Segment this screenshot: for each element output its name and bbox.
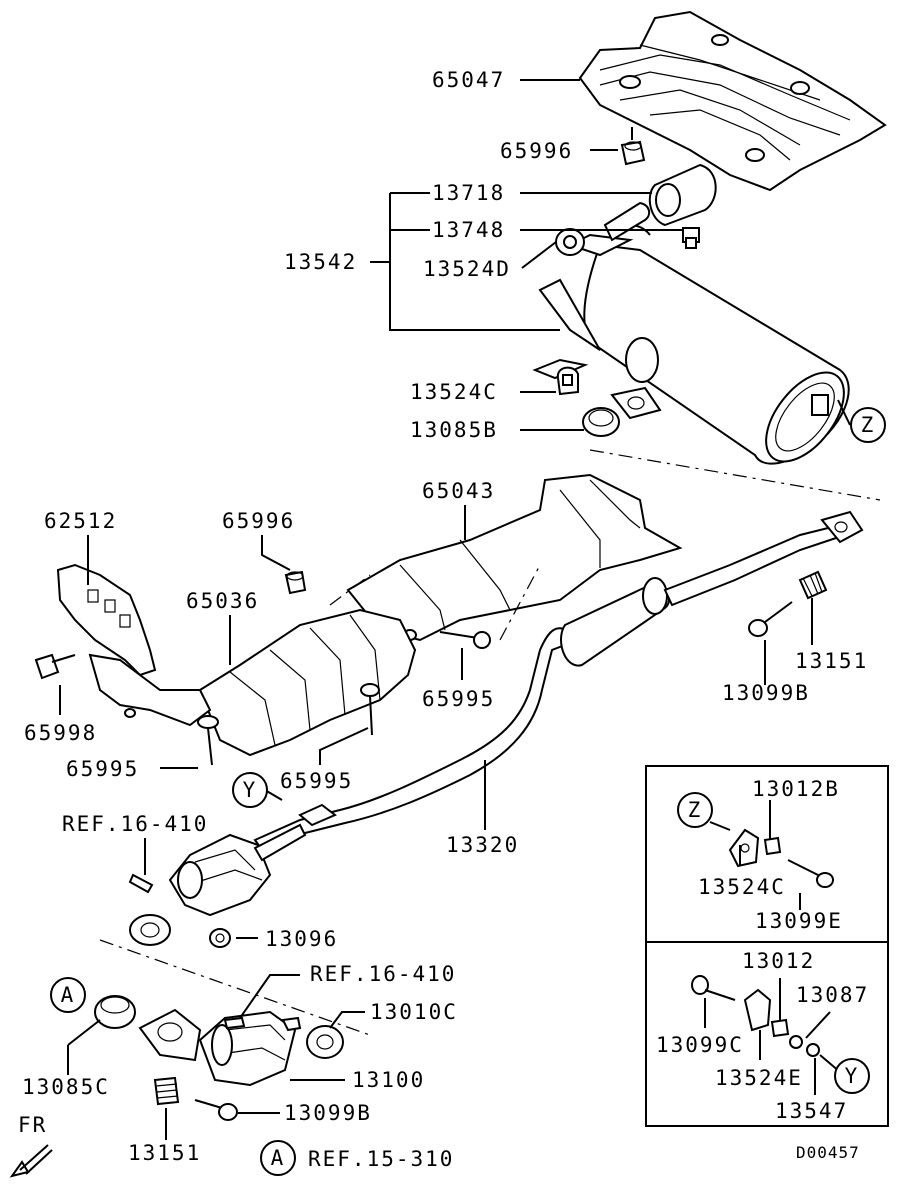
label-13542[interactable]: 13542: [284, 250, 357, 274]
pre-catalyst-converter: [168, 823, 307, 917]
heat-shield-65036[interactable]: [198, 608, 417, 757]
callout-z-detail[interactable]: Z: [677, 792, 713, 828]
spring-13151-right[interactable]: [798, 570, 828, 600]
bolt-65995-right[interactable]: [360, 683, 380, 736]
gasket-13085C[interactable]: [94, 995, 136, 1029]
label-65047[interactable]: 65047: [432, 68, 505, 92]
nut-65996-mid[interactable]: [284, 570, 307, 595]
assembly-line-catalyst: [99, 939, 371, 1036]
front-label: FR: [18, 1113, 47, 1137]
label-ref-16-410-top[interactable]: REF.16-410: [62, 812, 208, 836]
assembly-line-shield-center: [499, 564, 541, 641]
label-13320[interactable]: 13320: [446, 833, 519, 857]
callout-z-text: Z: [861, 413, 876, 437]
flange-gasket: [610, 386, 662, 420]
label-ref-15-310[interactable]: REF.15-310: [308, 1147, 454, 1171]
hanger-13524D[interactable]: [555, 228, 585, 256]
bracket-62512[interactable]: [56, 563, 212, 727]
callout-a-text: A: [61, 983, 76, 1007]
label-13010C[interactable]: 13010C: [370, 1000, 458, 1024]
label-13524C[interactable]: 13524C: [410, 380, 498, 404]
label-65036[interactable]: 65036: [186, 589, 259, 613]
callout-z-muffler[interactable]: Z: [850, 407, 886, 443]
callout-a-ref[interactable]: A: [260, 1140, 296, 1176]
callout-z-detail-text: Z: [688, 798, 703, 822]
label-65996-top[interactable]: 65996: [500, 139, 573, 163]
label-13096[interactable]: 13096: [265, 927, 338, 951]
callout-y-text: Y: [243, 778, 258, 802]
callout-y-detail-text: Y: [845, 1064, 860, 1088]
bolt-65998[interactable]: [34, 653, 76, 680]
bolt-65995-upper[interactable]: [439, 631, 491, 649]
callout-a-ref-text: A: [271, 1146, 286, 1170]
label-ref-16-410-bottom[interactable]: REF.16-410: [310, 962, 456, 986]
label-13748[interactable]: 13748: [432, 218, 505, 242]
assembly-line-shield-top: [329, 574, 371, 606]
sensor-ref-16-410-bottom: [223, 1016, 246, 1030]
label-65995-right[interactable]: 65995: [280, 769, 353, 793]
tail-pipe-13718[interactable]: [603, 163, 717, 242]
nut-13096[interactable]: [209, 928, 231, 948]
gasket-flange-front: [129, 914, 171, 946]
label-13099E[interactable]: 13099E: [755, 909, 843, 933]
label-13151-bottom[interactable]: 13151: [128, 1141, 201, 1165]
sensor-ref-16-410-top: [128, 873, 154, 894]
callout-y-pipe[interactable]: Y: [232, 772, 268, 808]
callout-a-gasket[interactable]: A: [50, 977, 86, 1013]
front-arrow-icon: [9, 1144, 53, 1178]
gasket-13010C[interactable]: [306, 1025, 344, 1059]
bolt-13099B-right[interactable]: [748, 601, 793, 637]
label-13085C[interactable]: 13085C: [22, 1075, 110, 1099]
spring-13151-bottom[interactable]: [153, 1076, 180, 1106]
main-muffler-13542[interactable]: [532, 223, 859, 475]
label-13100[interactable]: 13100: [352, 1068, 425, 1092]
label-13151-right[interactable]: 13151: [795, 649, 868, 673]
front-pipe-13320[interactable]: [253, 510, 864, 852]
label-13099B-right[interactable]: 13099B: [722, 681, 810, 705]
label-65043[interactable]: 65043: [422, 479, 495, 503]
label-13012B[interactable]: 13012B: [752, 777, 840, 801]
label-13524C-detail[interactable]: 13524C: [698, 875, 786, 899]
heat-shield-65047[interactable]: [578, 10, 887, 192]
detail-box-y: [645, 941, 889, 1127]
label-13524D[interactable]: 13524D: [423, 257, 511, 281]
label-13087[interactable]: 13087: [796, 983, 869, 1007]
label-65995-left[interactable]: 65995: [66, 757, 139, 781]
catalytic-converter-13100[interactable]: [198, 1010, 302, 1087]
exhaust-manifold-flange: [138, 1008, 202, 1062]
label-62512[interactable]: 62512: [44, 509, 117, 533]
diagram-code: D00457: [796, 1143, 860, 1162]
label-65995-upper[interactable]: 65995: [422, 687, 495, 711]
label-65996-mid[interactable]: 65996: [222, 509, 295, 533]
bolt-65995-left[interactable]: [197, 715, 219, 766]
label-13547[interactable]: 13547: [775, 1099, 848, 1123]
label-13012[interactable]: 13012: [742, 949, 815, 973]
hanger-13524C-top[interactable]: [556, 366, 579, 396]
label-13085B[interactable]: 13085B: [410, 418, 498, 442]
label-13099C[interactable]: 13099C: [656, 1033, 744, 1057]
assembly-line-muffler: [589, 449, 881, 501]
label-13099B-bottom[interactable]: 13099B: [284, 1101, 372, 1125]
label-13718[interactable]: 13718: [432, 181, 505, 205]
leader-lines: [59, 79, 851, 1140]
bolt-13099B-bottom[interactable]: [194, 1099, 238, 1121]
gasket-13085B[interactable]: [582, 407, 620, 437]
detail-z-hanger: [728, 828, 834, 888]
nut-65996-top[interactable]: [620, 140, 646, 166]
callout-y-detail[interactable]: Y: [834, 1058, 870, 1094]
clamp-13748[interactable]: [682, 227, 700, 249]
label-65998[interactable]: 65998: [24, 721, 97, 745]
detail-y-parts: [691, 975, 820, 1057]
label-13524E[interactable]: 13524E: [715, 1066, 803, 1090]
